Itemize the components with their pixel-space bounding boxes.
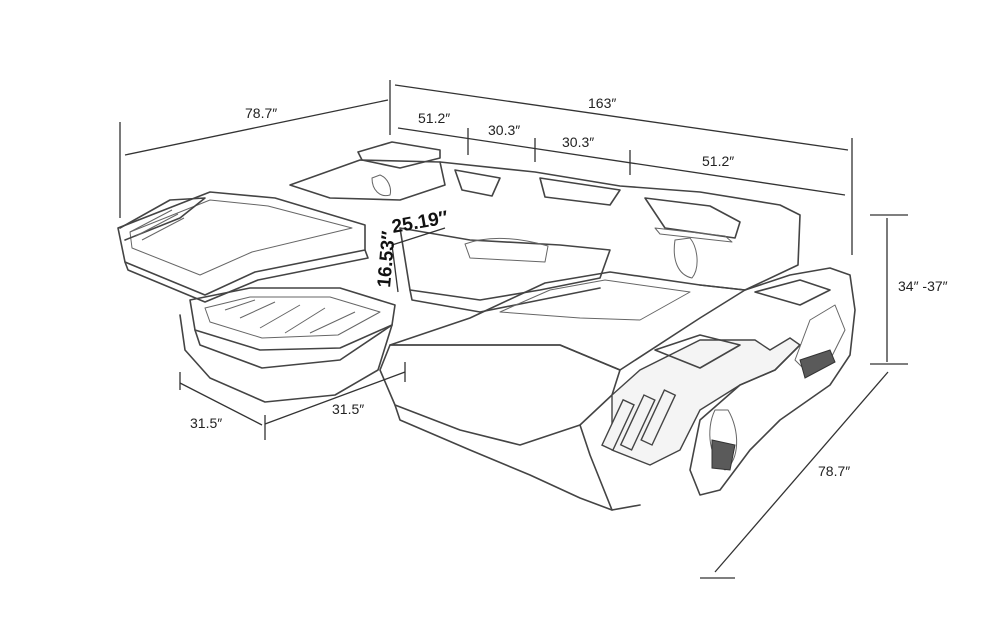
total-length-label: 163″ bbox=[588, 95, 616, 111]
back-height-label: 34″ -37″ bbox=[898, 278, 948, 294]
seat-height-label: 16.53″ bbox=[374, 230, 400, 288]
sofa-sketch bbox=[117, 141, 856, 511]
chaise-width-label: 78.7″ bbox=[245, 105, 277, 121]
segment-2-label: 30.3″ bbox=[488, 122, 520, 138]
ottoman-depth-label: 31.5″ bbox=[332, 401, 364, 417]
right-chaise-length-label: 78.7″ bbox=[818, 463, 850, 479]
ottoman-width-label: 31.5″ bbox=[190, 415, 222, 431]
segment-1-label: 51.2″ bbox=[418, 110, 450, 126]
dimension-lines bbox=[119, 80, 908, 579]
segment-3-label: 30.3″ bbox=[562, 134, 594, 150]
segment-4-label: 51.2″ bbox=[702, 153, 734, 169]
